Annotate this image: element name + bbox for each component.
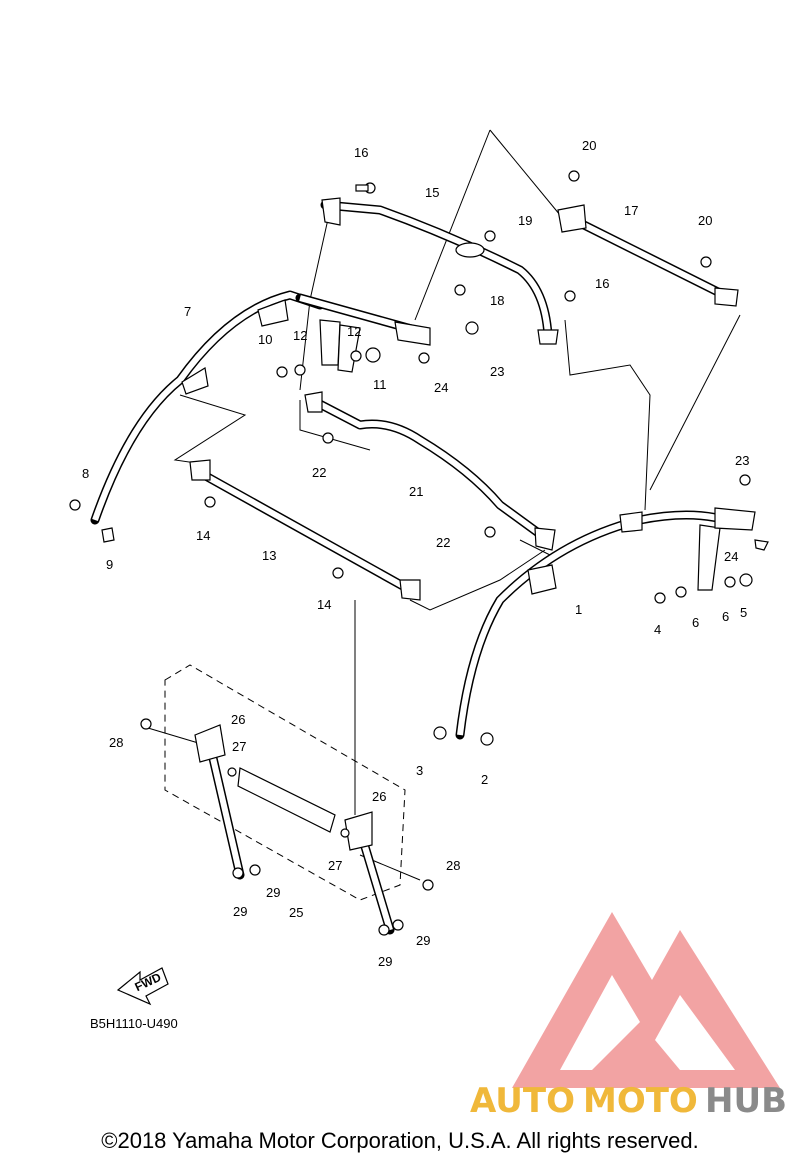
callout-16a: 16	[354, 145, 368, 160]
fwd-arrow-icon: FWD	[116, 967, 169, 1006]
part-13-lower-bar	[189, 459, 421, 601]
callout-3: 3	[416, 763, 423, 778]
copyright-text: ©2018 Yamaha Motor Corporation, U.S.A. A…	[101, 1128, 699, 1153]
callout-4: 4	[654, 622, 661, 637]
callout-21: 21	[409, 484, 423, 499]
callout-12a: 12	[293, 328, 307, 343]
callout-29a: 29	[233, 904, 247, 919]
callout-2: 2	[481, 772, 488, 787]
callout-16b: 16	[595, 276, 609, 291]
callout-17: 17	[624, 203, 638, 218]
brand-auto: AUTO	[470, 1081, 575, 1121]
part-15-upper-bar	[320, 197, 559, 345]
part-21-middle-bar	[304, 391, 556, 551]
callout-24a: 24	[434, 380, 448, 395]
callout-15: 15	[425, 185, 439, 200]
fasteners	[69, 170, 769, 936]
center-brackets	[319, 319, 361, 373]
callout-6a: 6	[692, 615, 699, 630]
callout-19: 19	[518, 213, 532, 228]
callout-18: 18	[490, 293, 504, 308]
callout-26b: 26	[372, 789, 386, 804]
callout-22b: 22	[436, 535, 450, 550]
callout-10: 10	[258, 332, 272, 347]
callout-27b: 27	[328, 858, 342, 873]
part-17-rear-bar	[557, 204, 739, 307]
callout-29b: 29	[266, 885, 280, 900]
callout-11: 11	[373, 377, 387, 392]
callout-8: 8	[82, 466, 89, 481]
callout-14b: 14	[317, 597, 331, 612]
part-1-rear-hoop	[455, 507, 756, 740]
part-25-assembly	[164, 664, 406, 935]
callout-28b: 28	[446, 858, 460, 873]
callout-labels: 1 2 3 4 5 6 6 7 8 9 10 11 12 12 13 14 14…	[82, 138, 749, 969]
callout-20b: 20	[698, 213, 712, 228]
callout-25: 25	[289, 905, 303, 920]
callout-29c: 29	[378, 954, 392, 969]
part-code: B5H1110-U490	[90, 1016, 178, 1031]
callout-14a: 14	[196, 528, 210, 543]
callout-27a: 27	[232, 739, 246, 754]
callout-7: 7	[184, 304, 191, 319]
brand-hub: HUB	[705, 1081, 787, 1121]
callout-29d: 29	[416, 933, 430, 948]
leader-lines	[147, 129, 741, 881]
callout-1: 1	[575, 602, 582, 617]
callout-9: 9	[106, 557, 113, 572]
callout-28a: 28	[109, 735, 123, 750]
callout-23b: 23	[735, 453, 749, 468]
callout-12b: 12	[347, 324, 361, 339]
callout-24b: 24	[724, 549, 738, 564]
callout-6b: 6	[722, 609, 729, 624]
cross-bar-upper	[295, 293, 431, 346]
callout-26a: 26	[231, 712, 245, 727]
callout-20a: 20	[582, 138, 596, 153]
part-7-front-hoop	[90, 290, 325, 525]
callout-23a: 23	[490, 364, 504, 379]
callout-13: 13	[262, 548, 276, 563]
watermark-logo: AUTO MOTO HUB	[470, 912, 787, 1121]
callout-22a: 22	[312, 465, 326, 480]
callout-5: 5	[740, 605, 747, 620]
brand-moto: MOTO	[583, 1081, 698, 1121]
